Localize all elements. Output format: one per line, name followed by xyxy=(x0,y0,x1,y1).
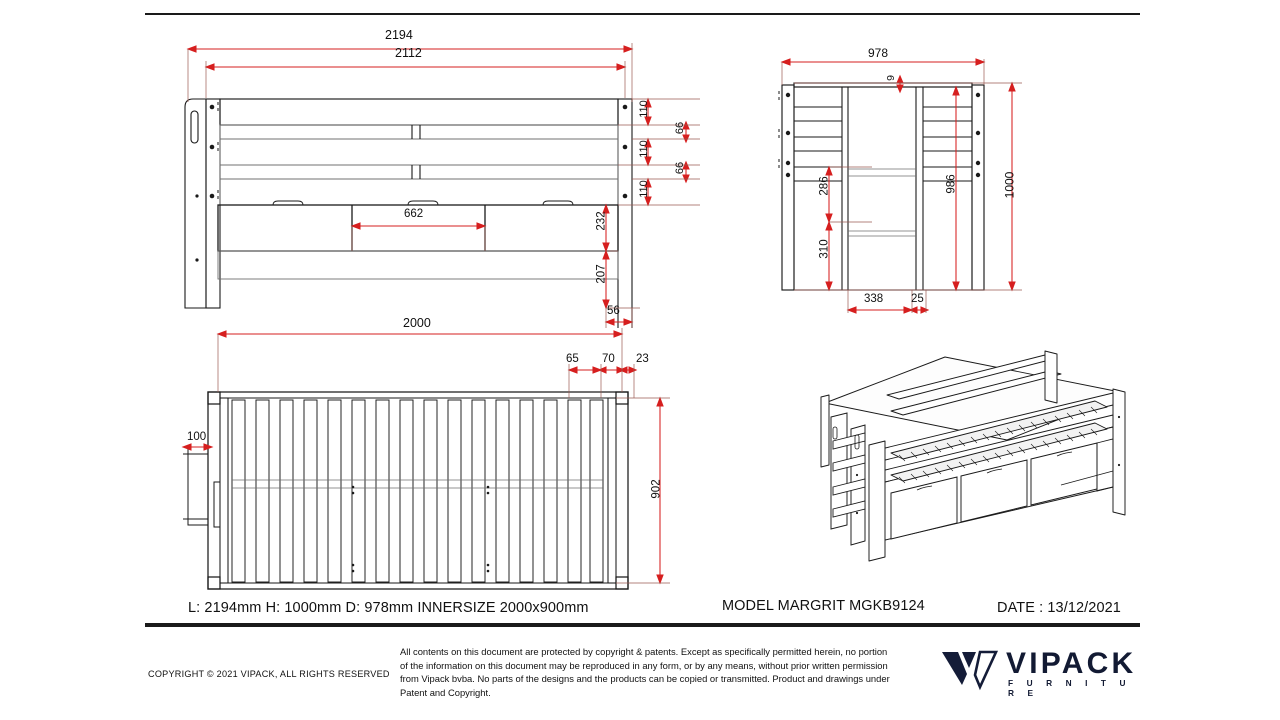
dim-front-gap-1: 66 xyxy=(674,121,687,135)
dim-side-post-thickness: 25 xyxy=(911,293,924,305)
dim-plan-side-detail: 100 xyxy=(187,431,207,443)
dim-front-drawer-height: 232 xyxy=(595,211,608,231)
dim-side-frame-height: 986 xyxy=(945,174,958,194)
dim-plan-edge-a: 65 xyxy=(566,353,579,365)
plan-view: 2000 65 70 23 100 902 xyxy=(170,312,690,602)
dim-front-rail-2: 110 xyxy=(637,140,650,158)
vipack-logo-tagline: F U R N I T U R E xyxy=(1008,678,1132,698)
dim-front-foot-offset: 56 xyxy=(607,305,620,317)
dim-front-rail-1: 110 xyxy=(637,100,650,118)
footer-separator-rule xyxy=(145,623,1140,627)
dim-side-depth: 978 xyxy=(868,46,889,60)
dim-front-rail-3: 110 xyxy=(637,180,650,198)
dim-front-overall-length: 2194 xyxy=(385,28,413,42)
vipack-logo: VIPACK F U R N I T U R E xyxy=(940,645,1140,698)
vipack-logo-wordmark: VIPACK xyxy=(1006,647,1137,680)
front-elevation-view: 2194 2112 662 110 66 110 66 110 232 207 … xyxy=(140,18,720,328)
model-label: MODEL MARGRIT MGKB9124 xyxy=(722,598,925,614)
dim-side-ladder-width: 338 xyxy=(864,293,884,305)
dim-side-overall-height: 1000 xyxy=(1002,171,1017,199)
legal-notice-text: All contents on this document are protec… xyxy=(400,646,890,698)
dim-plan-inner-length: 2000 xyxy=(403,316,431,330)
dim-side-top-edge: 9 xyxy=(884,75,897,81)
dim-side-ladder-upper: 286 xyxy=(818,176,831,196)
side-elevation-view: 978 9 286 310 986 1000 338 25 xyxy=(760,45,1060,335)
top-border-rule xyxy=(145,13,1140,15)
dim-front-gap-2: 66 xyxy=(674,161,687,175)
date-label: DATE : 13/12/2021 xyxy=(997,600,1121,616)
dim-front-drawer-width: 662 xyxy=(404,208,424,220)
vipack-logo-mark xyxy=(942,650,999,691)
dim-plan-edge-c: 23 xyxy=(636,353,649,365)
dim-plan-edge-b: 70 xyxy=(602,353,615,365)
dim-plan-inner-width: 902 xyxy=(650,479,663,499)
perspective-3d-view xyxy=(795,345,1145,585)
copyright-line: COPYRIGHT © 2021 VIPACK, ALL RIGHTS RESE… xyxy=(148,669,390,679)
dim-side-ladder-lower: 310 xyxy=(818,239,831,259)
spec-dimensions-text: L: 2194mm H: 1000mm D: 978mm INNERSIZE 2… xyxy=(188,600,589,616)
dim-front-leg-clearance: 207 xyxy=(595,264,608,284)
dim-front-inner-length: 2112 xyxy=(395,46,422,60)
